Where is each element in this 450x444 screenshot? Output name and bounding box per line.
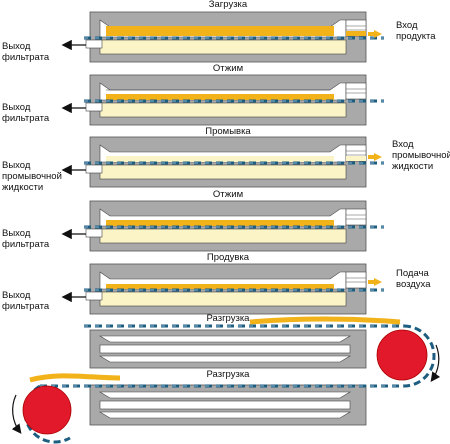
stage-1-press	[84, 11, 384, 63]
roller-right	[376, 329, 428, 381]
product-layer	[106, 26, 334, 36]
roller-left	[22, 385, 72, 435]
stage-5-right-label: Подача воздуха	[396, 268, 431, 290]
stage-5-title: Продувка	[206, 252, 250, 263]
product-in-arrow	[368, 30, 382, 38]
stage-4-title: Отжим	[212, 189, 244, 200]
stage-5-press	[84, 263, 384, 315]
stage-1-right-label: Вход продукта	[396, 20, 436, 42]
stage-4-left-label: Выход фильтрата	[2, 228, 50, 250]
stage-1-left-label: Выход фильтрата	[2, 41, 50, 63]
discharge-2-press	[11, 373, 404, 444]
stage-4-press	[84, 200, 384, 252]
stage-3-press	[84, 136, 384, 188]
stage-3-title: Промывка	[205, 126, 251, 137]
discharge-2-title: Разгрузка	[206, 369, 250, 380]
stage-2-left-label: Выход фильтрата	[2, 102, 50, 124]
stage-2-press	[84, 74, 384, 126]
stage-2-title: Отжим	[212, 63, 244, 74]
stage-5-left-label: Выход фильтрата	[2, 290, 50, 312]
stage-1-title: Загрузка	[208, 0, 248, 10]
discharge-1-title: Разгрузка	[206, 313, 250, 324]
stage-3-right-label: Вход промывочной жидкости	[392, 139, 450, 172]
stage-3-left-label: Выход промывочной жидкости	[2, 160, 62, 193]
discharge-1-press	[84, 316, 441, 388]
